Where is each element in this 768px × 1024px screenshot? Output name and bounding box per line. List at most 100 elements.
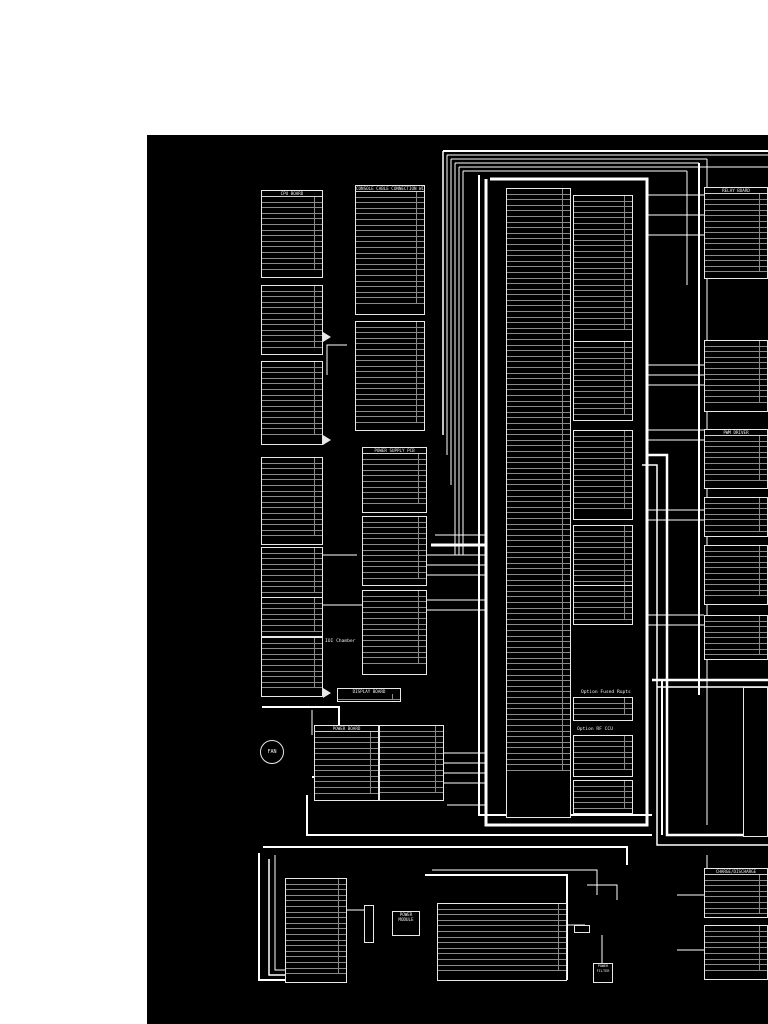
- table-row: [262, 609, 322, 615]
- table-row: [262, 373, 322, 379]
- table-row: [574, 302, 632, 308]
- table-row: [262, 224, 322, 231]
- table-row: [262, 570, 322, 576]
- table-row: [574, 498, 632, 504]
- table-row: [438, 954, 566, 960]
- table-row: [507, 222, 570, 229]
- table-row: [438, 920, 566, 927]
- table-row: [705, 514, 767, 521]
- table-row: [507, 289, 570, 296]
- cpu-board-label: CPU BOARD: [262, 191, 322, 197]
- table-row: [705, 368, 767, 375]
- table-row: [507, 189, 570, 195]
- table-row: [507, 272, 570, 279]
- table-row: [705, 352, 767, 358]
- table-row: [574, 752, 632, 759]
- power-supply-pcb-label: POWER SUPPLY PCB: [363, 448, 426, 454]
- table-row: [438, 926, 566, 932]
- table-row: [705, 447, 767, 453]
- table-row: [507, 703, 570, 710]
- table-row: [705, 908, 767, 915]
- table-row: [507, 362, 570, 368]
- pwm-driver-3: [704, 545, 768, 605]
- table-row: [356, 327, 424, 334]
- table-row: [574, 279, 632, 286]
- table-row: [507, 496, 570, 503]
- table-row: [356, 389, 424, 395]
- table-row: [507, 625, 570, 631]
- table-row: [286, 912, 346, 919]
- power-module: POWER MODULE: [392, 911, 420, 936]
- table-row: [507, 647, 570, 654]
- table-row: [262, 401, 322, 407]
- table-row: [705, 568, 767, 574]
- table-row: [705, 891, 767, 898]
- table-row: [574, 358, 632, 365]
- table-row: [380, 731, 443, 738]
- table-row: [507, 653, 570, 659]
- fan-icon: FAN: [260, 740, 284, 764]
- table-row: [574, 274, 632, 280]
- table-row: [363, 596, 426, 603]
- table-row: [574, 319, 632, 325]
- table-row: [705, 357, 767, 364]
- table-row: [356, 322, 424, 328]
- display-board-label: DISPLAY BOARD: [352, 689, 386, 694]
- bus-wire: [587, 884, 618, 900]
- table-row: [262, 491, 322, 498]
- table-row: [363, 652, 426, 659]
- table-row: [705, 469, 767, 476]
- table-row: [507, 435, 570, 441]
- table-row: [507, 535, 570, 542]
- table-row: [262, 264, 322, 270]
- table-row: [507, 390, 570, 396]
- table-row: [574, 291, 632, 297]
- table-row: [574, 781, 632, 787]
- table-row: [262, 469, 322, 475]
- table-row: [574, 709, 632, 715]
- table-row: [705, 621, 767, 628]
- table-row: [705, 385, 767, 392]
- table-row: [574, 397, 632, 404]
- table-row: [262, 643, 322, 650]
- table-row: [507, 552, 570, 559]
- cpu-board-connector-j2: [261, 285, 323, 355]
- table-row: [574, 458, 632, 465]
- table-row: [574, 431, 632, 437]
- table-row: [705, 590, 767, 597]
- table-row: [262, 508, 322, 514]
- table-row: [705, 475, 767, 481]
- table-row: [262, 286, 322, 292]
- table-row: [507, 591, 570, 598]
- table-row: [507, 356, 570, 363]
- table-row: [705, 616, 767, 622]
- table-row: [262, 559, 322, 565]
- table-row: [705, 363, 767, 369]
- table-row: [438, 943, 566, 949]
- table-row: [574, 464, 632, 471]
- table-row: [705, 255, 767, 262]
- table-row: [262, 412, 322, 418]
- table-row: [507, 412, 570, 419]
- table-row: [262, 548, 322, 554]
- table-row: [507, 720, 570, 726]
- table-row: [574, 268, 632, 275]
- table-row: [705, 562, 767, 569]
- table-row: [507, 407, 570, 413]
- table-row: [262, 197, 322, 203]
- option-fused-block: [573, 697, 633, 721]
- table-row: [363, 459, 426, 466]
- table-row: [574, 608, 632, 614]
- table-row: [507, 468, 570, 475]
- table-row: [315, 782, 378, 788]
- table-row: [574, 586, 632, 592]
- table-row: [262, 620, 322, 626]
- table-row: [507, 686, 570, 693]
- table-row: [705, 585, 767, 591]
- power-board-label: POWER BOARD: [315, 726, 378, 732]
- wiring-lines: [258, 150, 768, 981]
- table-row: [574, 559, 632, 566]
- table-row: [262, 406, 322, 413]
- table-row: [705, 557, 767, 563]
- table-row: [363, 493, 426, 499]
